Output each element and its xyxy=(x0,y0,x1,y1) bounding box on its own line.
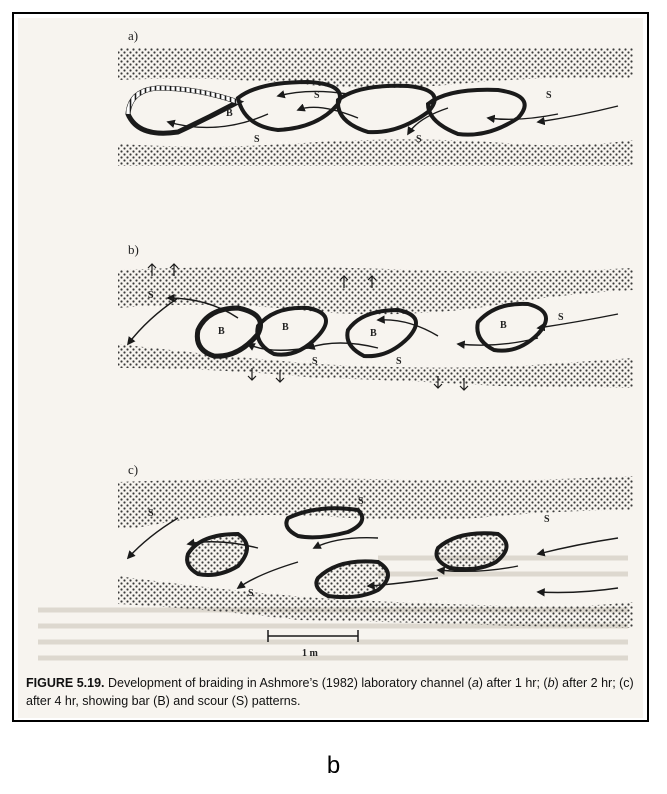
caption-text-2: ) after 1 hr; ( xyxy=(479,676,548,690)
panel-b-bar-2 xyxy=(257,308,326,355)
caption-figure-number: FIGURE 5.19. xyxy=(26,676,105,690)
panel-b-top-bank xyxy=(118,267,633,314)
panel-b-bar-3 xyxy=(347,310,416,356)
scale-bar-label: 1 m xyxy=(302,648,319,659)
figure-frame: a) B S S S xyxy=(12,12,649,722)
panel-c-scour-label-2: S xyxy=(358,496,364,507)
panel-a-scour-label-3: S xyxy=(416,134,422,145)
panel-c-letter: c) xyxy=(128,462,138,477)
subfigure-label: b xyxy=(0,752,667,780)
panel-c-bar-3 xyxy=(437,533,507,569)
panel-b-scour-label-3: S xyxy=(396,356,402,367)
panel-a-top-bank xyxy=(118,48,633,88)
panel-a-bar-3 xyxy=(338,86,435,132)
panel-c-scour-label-4: S xyxy=(544,514,550,525)
panel-b-bottom-bank xyxy=(118,344,633,388)
panel-b-bar-1 xyxy=(197,308,260,356)
figure-caption: FIGURE 5.19. Development of braiding in … xyxy=(26,674,636,710)
panel-c-bar-1 xyxy=(187,534,247,575)
panel-c-scour-label-3: S xyxy=(248,588,254,599)
panel-b-bar-label-4: B xyxy=(500,320,507,331)
panel-a-bar-label: B xyxy=(226,108,233,119)
panel-a-bar-4 xyxy=(428,90,525,135)
panel-a-letter: a) xyxy=(128,28,138,43)
panel-b-bar-label-3: B xyxy=(370,328,377,339)
panel-c-scour-label-1: S xyxy=(148,508,154,519)
panel-a-scour-label-4: S xyxy=(546,90,552,101)
panel-a-scour-label-2: S xyxy=(314,90,320,101)
panel-b: B B B B S S S S xyxy=(118,264,633,390)
panel-a-bottom-bank xyxy=(118,139,633,166)
panel-c-top-bank xyxy=(118,476,633,529)
panel-a-bar-2 xyxy=(238,82,340,130)
caption-b: b xyxy=(548,676,555,690)
panel-b-bar-label-2: B xyxy=(282,322,289,333)
caption-text-1: Development of braiding in Ashmore’s (19… xyxy=(105,676,472,690)
caption-a: a xyxy=(472,676,479,690)
panel-c-bar-2 xyxy=(316,561,388,597)
panel-b-scour-label-1: S xyxy=(148,290,154,301)
scanned-figure: a) B S S S xyxy=(18,18,643,718)
panel-b-bar-label-1: B xyxy=(218,326,225,337)
panel-b-scour-label-4: S xyxy=(558,312,564,323)
braiding-diagram: a) B S S S xyxy=(18,18,643,718)
panel-c: S S S S xyxy=(118,476,633,628)
panel-b-scour-label-2: S xyxy=(312,356,318,367)
panel-a: B S S S S xyxy=(118,48,633,166)
panel-b-letter: b) xyxy=(128,242,139,257)
panel-a-scour-label-1: S xyxy=(254,134,260,145)
